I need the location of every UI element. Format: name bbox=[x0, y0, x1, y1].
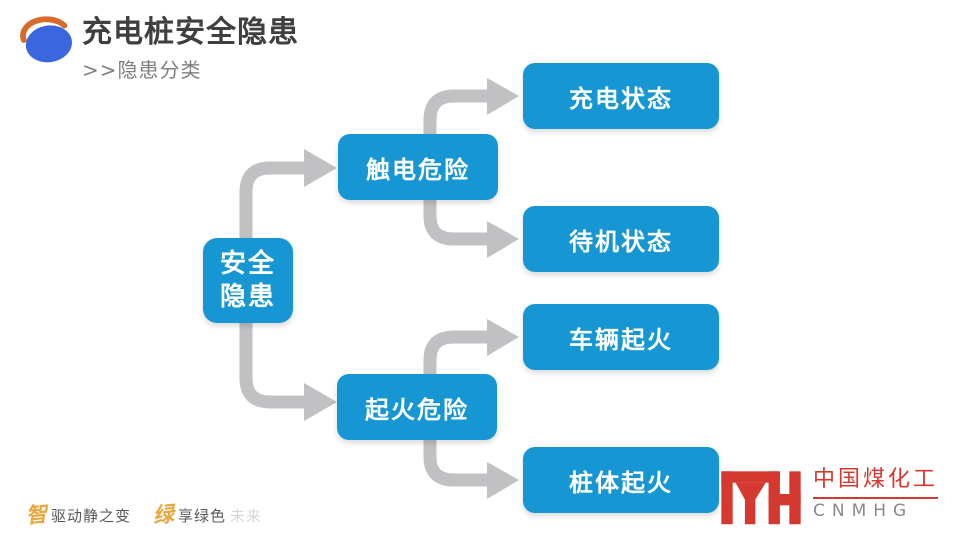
slogan-text: 驱动静之变 bbox=[51, 507, 132, 525]
node-label: 车辆起火 bbox=[569, 325, 673, 354]
brand-blob-icon bbox=[20, 16, 73, 63]
calligraphy-lv-icon: 绿 bbox=[151, 501, 176, 529]
slogan-drive-change: 智 驱动静之变 bbox=[24, 501, 132, 529]
node-label: 触电危险 bbox=[366, 155, 470, 184]
node-label: 起火危险 bbox=[365, 395, 469, 424]
node-fire-danger: 起火危险 bbox=[337, 374, 497, 440]
node-electric-shock-danger: 触电危险 bbox=[338, 134, 498, 200]
brand-name-cn: 中国煤化工 bbox=[812, 467, 938, 493]
node-charging-state: 充电状态 bbox=[523, 63, 719, 129]
node-standby-state: 待机状态 bbox=[523, 206, 719, 272]
node-label: 桩体起火 bbox=[569, 468, 673, 497]
brand-name-en: CNMHG bbox=[812, 500, 914, 521]
slogan-text: 享绿色 bbox=[178, 507, 227, 525]
page-title: 充电桩安全隐患 bbox=[82, 15, 299, 50]
node-pile-fire: 桩体起火 bbox=[523, 447, 719, 513]
slogan-green-future: 绿 享绿色 未来 bbox=[151, 501, 263, 529]
footer-slogans: 智 驱动静之变 绿 享绿色 未来 bbox=[24, 501, 263, 529]
node-root-line2: 隐患 bbox=[219, 281, 276, 312]
node-safety-hazard-root: 安全 隐患 bbox=[203, 238, 293, 323]
header: 充电桩安全隐患 >>隐患分类 bbox=[18, 15, 299, 83]
page-subtitle: >>隐患分类 bbox=[82, 57, 202, 82]
brand-divider bbox=[812, 496, 938, 499]
brand-lockup: 中国煤化工 CNMHG bbox=[719, 460, 938, 528]
calligraphy-zhi-icon: 智 bbox=[24, 501, 49, 529]
slogan-faded-text: 未来 bbox=[230, 507, 263, 525]
node-label: 待机状态 bbox=[569, 227, 673, 256]
node-root-line1: 安全 bbox=[219, 249, 276, 279]
cnmhg-monogram-icon bbox=[721, 471, 801, 525]
node-label: 充电状态 bbox=[569, 84, 673, 113]
node-vehicle-fire: 车辆起火 bbox=[523, 304, 719, 370]
